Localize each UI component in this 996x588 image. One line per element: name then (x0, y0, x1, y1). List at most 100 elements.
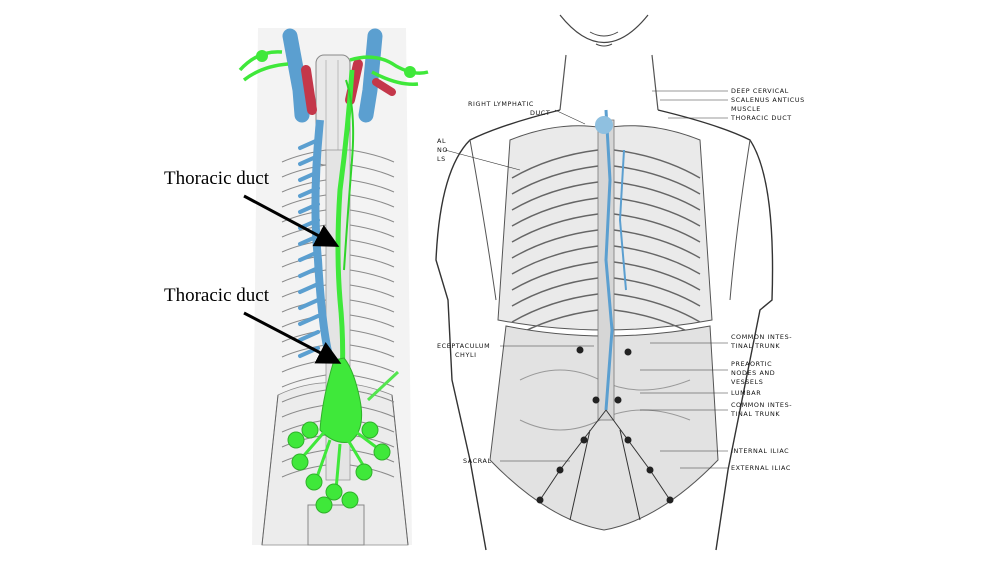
torso-lymph-node (624, 348, 632, 356)
torso-rib-right (613, 245, 701, 275)
thoracic-duct-label-lower: Thoracic duct (164, 285, 270, 306)
label-common-intestinal-2b: TINAL TRUNK (730, 410, 780, 418)
rib-left (281, 389, 327, 403)
label-internal-iliac: INTERNAL ILIAC (731, 447, 789, 455)
rib-right (349, 284, 395, 298)
lymph-node (291, 453, 309, 471)
label-al: AL (437, 137, 446, 145)
label-ls: LS (437, 155, 446, 163)
lymph-node (341, 491, 359, 509)
torso-rib-left (511, 197, 599, 227)
torso-rib-left (511, 293, 599, 323)
torso-lymph-node (614, 396, 622, 404)
rib-right (349, 209, 395, 223)
right-anatomy-illustration (435, 14, 774, 551)
label-no: NO (437, 146, 448, 154)
label-vessels: VESSELS (731, 378, 763, 386)
rib-right (349, 224, 395, 238)
torso-rib-left (511, 149, 599, 179)
intercostal-vein (298, 138, 320, 150)
label-common-intestinal-1a: COMMON INTES- (731, 333, 792, 341)
lymph-nodes (287, 421, 391, 514)
rib-right (349, 329, 395, 343)
rib-left (281, 374, 327, 388)
rib-right (349, 149, 395, 163)
label-nodes-and: NODES AND (731, 369, 775, 377)
rib-right (349, 164, 395, 178)
lymph-node (315, 496, 333, 514)
label-scalenus-anticus: SCALENUS ANTICUS (731, 96, 805, 104)
torso-rib-right (613, 197, 701, 227)
torso-nodes (536, 346, 674, 504)
rib-right (349, 269, 395, 283)
torso-rib-right (613, 181, 701, 211)
rib-right (349, 359, 395, 373)
label-common-intestinal-1b: TINAL TRUNK (730, 342, 780, 350)
label-receptaculum: ECEPTACULUM (437, 342, 490, 350)
rib-right (349, 299, 395, 313)
intercostal-vein (298, 186, 320, 198)
rib-right (349, 239, 395, 253)
rib-right (349, 254, 395, 268)
torso-rib-right (613, 277, 701, 307)
torso-rib-left (511, 245, 599, 275)
torso-lymph-node (576, 346, 584, 354)
torso-rib-right (613, 293, 701, 323)
lymph-node (361, 421, 379, 439)
label-muscle: MUSCLE (731, 105, 761, 113)
torso-rib-left (511, 277, 599, 307)
torso-lymph-node (646, 466, 654, 474)
label-thoracic-duct-right: THORACIC DUCT (730, 114, 792, 122)
thoracic-duct-label-upper: Thoracic duct (164, 168, 270, 189)
rib-right (349, 344, 395, 358)
torso-lymph-node (624, 436, 632, 444)
rib-left (281, 149, 327, 163)
torso-rib-left (511, 229, 599, 259)
rib-right (349, 179, 395, 193)
intercostal-vein (298, 282, 320, 294)
green-pointer-arrow (366, 370, 400, 402)
rib-left (281, 179, 327, 193)
lymph-node (305, 473, 323, 491)
torso-ribs (511, 149, 701, 339)
intercostal-vein (298, 250, 320, 262)
intercostal-vein (298, 330, 320, 342)
label-external-iliac: EXTERNAL ILIAC (731, 464, 791, 472)
lymph-node (373, 443, 391, 461)
intercostal-vein (298, 170, 320, 182)
label-chyli: CHYLI (455, 351, 477, 359)
torso-lymph-node (536, 496, 544, 504)
label-deep-cervical: DEEP CERVICAL (731, 87, 789, 95)
label-right-lymphatic: RIGHT LYMPHATIC (468, 100, 534, 108)
lymph-node (301, 421, 319, 439)
intercostal-vein (298, 266, 320, 278)
rib-right (349, 194, 395, 208)
rib-right (349, 314, 395, 328)
left-anatomy-illustration (238, 28, 429, 546)
leader-lines (444, 90, 728, 469)
intercostal-vein (298, 314, 320, 326)
torso-lymph-node (556, 466, 564, 474)
label-duct: DUCT (530, 109, 550, 117)
rib-left (281, 164, 327, 178)
torso-lymph-node (580, 436, 588, 444)
torso-rib-left (511, 261, 599, 291)
label-common-intestinal-2a: COMMON INTES- (731, 401, 792, 409)
intercostal-vein (298, 298, 320, 310)
rib-left (281, 194, 327, 208)
rib-right (349, 464, 395, 478)
label-sacral: SACRAL (463, 457, 492, 465)
lymph-node (325, 483, 343, 501)
label-lumbar: LUMBAR (731, 389, 761, 397)
rib-right (349, 374, 395, 388)
lymph-node (355, 463, 373, 481)
torso-rib-left (511, 181, 599, 211)
thoracic-duct-arrow-lower (243, 311, 342, 364)
torso-rib-right (613, 229, 701, 259)
intercostal-vein (298, 154, 320, 166)
intercostal-veins (298, 138, 320, 358)
torso-rib-left (511, 165, 599, 195)
torso-lymph-node (592, 396, 600, 404)
